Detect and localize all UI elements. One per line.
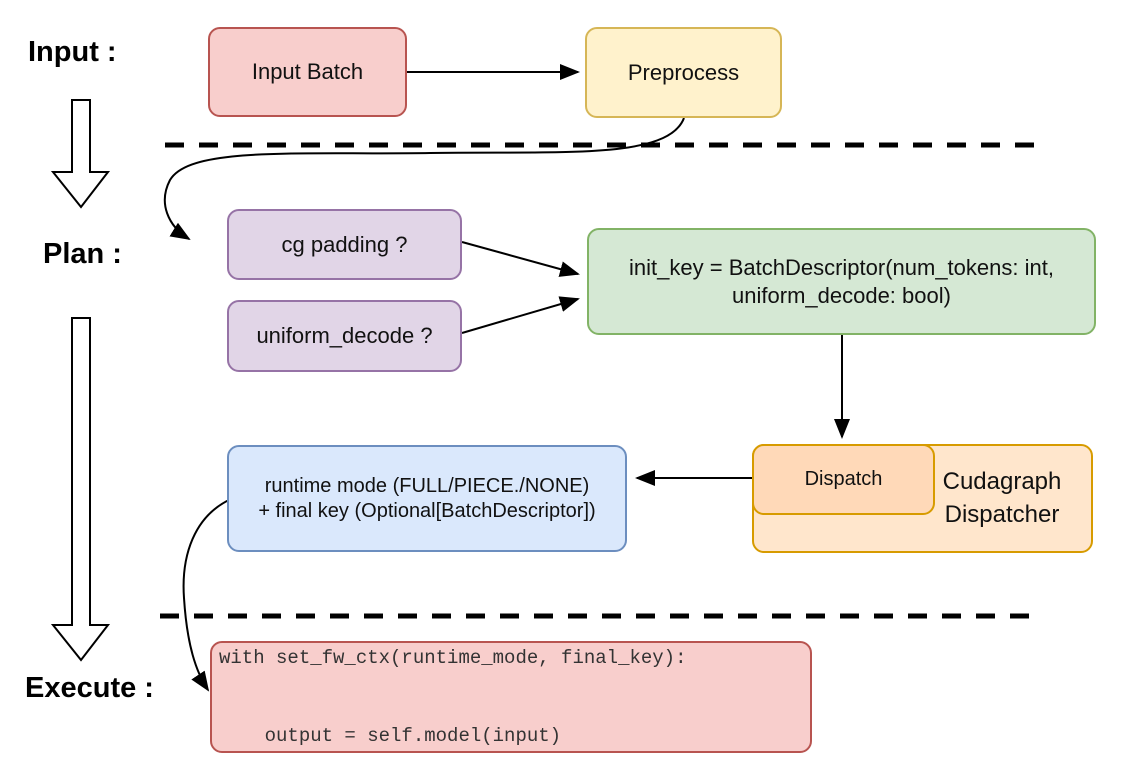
node-preprocess-label: Preprocess bbox=[627, 59, 740, 85]
node-runtime-mode-line2: + final key (Optional[BatchDescriptor]) bbox=[258, 499, 596, 522]
node-dispatch-label: Dispatch bbox=[804, 468, 883, 490]
node-init-key-line2: uniform_decode: bool) bbox=[732, 282, 951, 308]
node-execute-code-line2: output = self.model(input) bbox=[219, 725, 562, 748]
connector-uniformdecode-to-initkey bbox=[461, 296, 580, 334]
node-execute-code-line1: with set_fw_ctx(runtime_mode, final_key)… bbox=[219, 646, 687, 669]
node-runtime-mode-line1: runtime mode (FULL/PIECE./NONE) bbox=[264, 474, 590, 497]
node-preprocess: Preprocess bbox=[585, 27, 782, 118]
stage-label-input: Input : bbox=[28, 36, 117, 68]
node-execute-code: with set_fw_ctx(runtime_mode, final_key)… bbox=[210, 641, 812, 753]
node-uniform-decode-label: uniform_decode ? bbox=[256, 323, 433, 349]
stage-label-plan: Plan : bbox=[43, 238, 122, 270]
node-init-key: init_key = BatchDescriptor(num_tokens: i… bbox=[587, 228, 1096, 335]
node-dispatch: Dispatch bbox=[752, 444, 935, 515]
node-input-batch: Input Batch bbox=[208, 27, 407, 117]
stage-arrow-input-to-plan-icon bbox=[50, 99, 111, 209]
node-uniform-decode: uniform_decode ? bbox=[227, 300, 462, 372]
node-runtime-mode: runtime mode (FULL/PIECE./NONE) + final … bbox=[227, 445, 627, 552]
connector-cgpadding-to-initkey bbox=[461, 241, 580, 277]
node-input-batch-label: Input Batch bbox=[251, 59, 364, 85]
node-cg-padding: cg padding ? bbox=[227, 209, 462, 280]
node-cg-padding-label: cg padding ? bbox=[281, 231, 408, 257]
stage-label-execute: Execute : bbox=[25, 672, 154, 704]
stage-arrow-plan-to-execute-icon bbox=[50, 317, 111, 662]
node-init-key-line1: init_key = BatchDescriptor(num_tokens: i… bbox=[629, 255, 1054, 280]
node-cudagraph-dispatcher-line2: Dispatcher bbox=[944, 500, 1060, 528]
node-cudagraph-dispatcher-line1: Cudagraph bbox=[942, 468, 1062, 496]
